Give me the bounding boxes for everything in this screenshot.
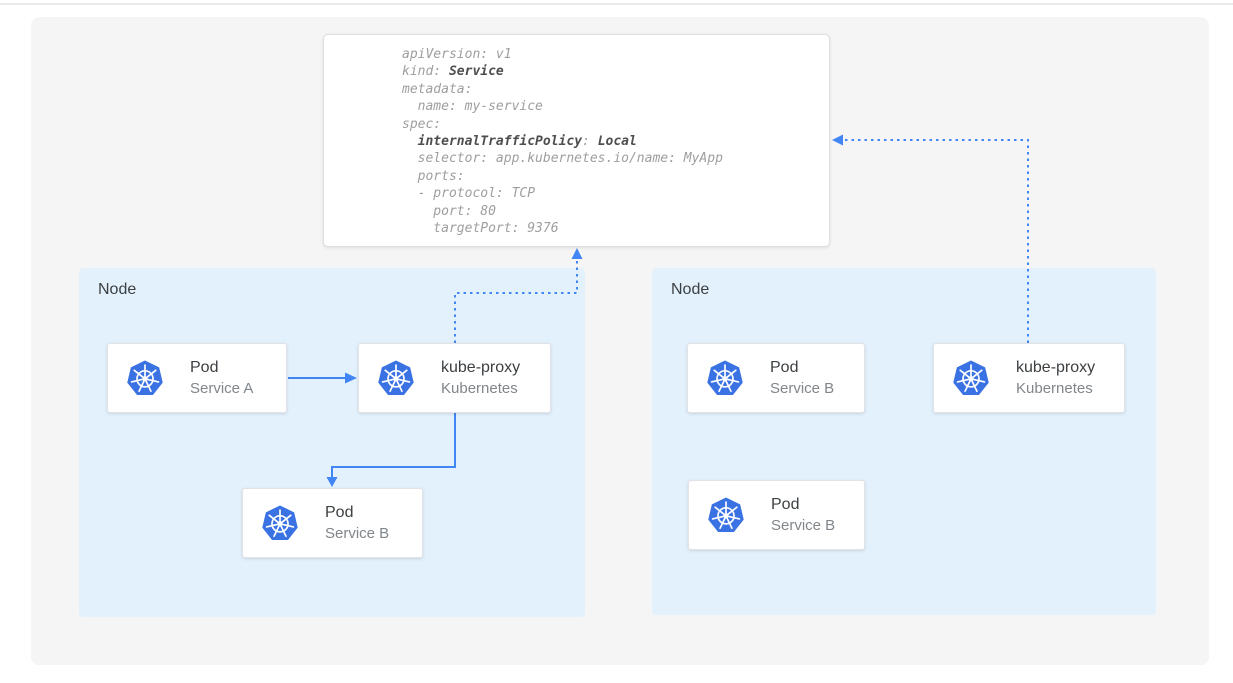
card-title: kube-proxy: [1016, 359, 1096, 376]
yaml-code-line: targetPort: 9376: [402, 221, 559, 237]
card-title: Pod: [770, 359, 799, 376]
kubernetes-icon: [261, 504, 299, 542]
yaml-code-line: metadata:: [402, 81, 473, 97]
yaml-code-line: selector: app.kubernetes.io/name: MyApp: [402, 151, 723, 167]
card-title: Pod: [771, 496, 800, 513]
node-box-right: Node: [652, 268, 1156, 615]
yaml-code-line: ports:: [402, 168, 465, 184]
card-subtitle: Service A: [190, 380, 254, 397]
top-divider: [0, 3, 1233, 5]
yaml-code-line: spec:: [402, 116, 442, 132]
node-label: Node: [671, 281, 710, 298]
card-subtitle: Service B: [325, 525, 390, 542]
node-label: Node: [98, 281, 137, 298]
kube-proxy-card-right: kube-proxy Kubernetes: [933, 343, 1125, 413]
card-subtitle: Service B: [770, 380, 835, 397]
kubernetes-icon: [126, 359, 164, 397]
node-box-left: Node: [79, 268, 585, 617]
card-title: Pod: [325, 504, 354, 521]
card-subtitle: Kubernetes: [441, 380, 518, 397]
yaml-code-line: - protocol: TCP: [402, 186, 536, 202]
pod-card-service-b-right-top: Pod Service B: [687, 343, 865, 413]
yaml-code-line: port: 80: [402, 203, 496, 219]
kubernetes-icon: [707, 496, 745, 534]
pod-card-service-a: Pod Service A: [107, 343, 287, 413]
yaml-code-line: apiVersion: v1: [402, 47, 512, 62]
card-subtitle: Service B: [771, 517, 836, 534]
kubernetes-icon: [952, 359, 990, 397]
kubernetes-icon: [706, 359, 744, 397]
pod-card-service-b-left: Pod Service B: [242, 488, 423, 558]
pod-card-service-b-right-bottom: Pod Service B: [688, 480, 865, 550]
yaml-code-line: internalTrafficPolicy: Local: [417, 134, 637, 150]
kubernetes-icon: [377, 359, 415, 397]
yaml-code-line: kind: Service: [402, 64, 504, 80]
card-title: kube-proxy: [441, 359, 521, 376]
kube-proxy-card-left: kube-proxy Kubernetes: [358, 343, 551, 413]
card-subtitle: Kubernetes: [1016, 380, 1093, 397]
card-title: Pod: [190, 359, 219, 376]
yaml-code-line: name: my-service: [402, 99, 543, 115]
